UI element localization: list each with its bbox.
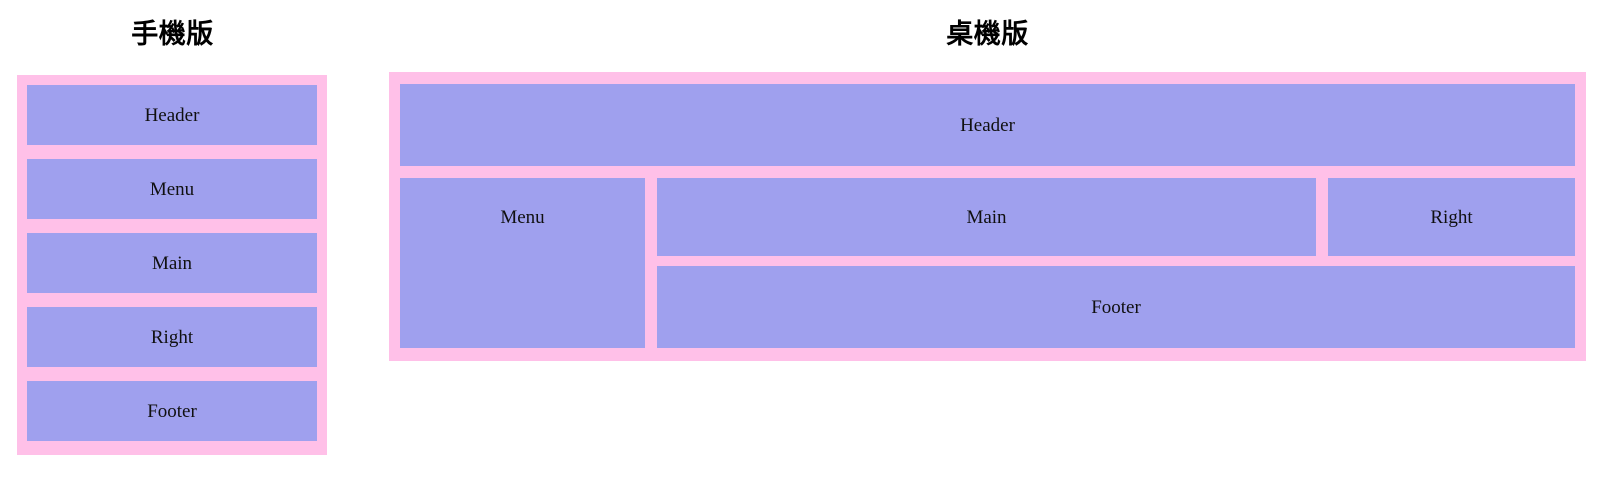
desktop-block-header: Header: [400, 84, 1575, 166]
desktop-block-main-label: Main: [966, 206, 1007, 228]
mobile-block-header: Header: [27, 85, 317, 145]
desktop-block-header-label: Header: [960, 114, 1015, 136]
desktop-block-menu-label: Menu: [500, 207, 545, 228]
mobile-block-right: Right: [27, 307, 317, 367]
desktop-block-right-label: Right: [1430, 206, 1473, 228]
mobile-block-menu-label: Menu: [149, 178, 195, 200]
desktop-block-footer-label: Footer: [1091, 296, 1141, 318]
desktop-layout-title: 桌機版: [946, 19, 1029, 50]
desktop-block-menu: Menu: [400, 178, 645, 348]
mobile-wireframe-container: Header Menu Main Right Footer: [17, 75, 327, 455]
mobile-block-menu: Menu: [27, 159, 317, 219]
mobile-block-main: Main: [27, 233, 317, 293]
mobile-block-footer: Footer: [27, 381, 317, 441]
mobile-block-header-label: Header: [144, 104, 200, 126]
mobile-block-main-label: Main: [151, 252, 193, 274]
mobile-layout-title: 手機版: [131, 19, 214, 50]
mobile-block-right-label: Right: [150, 326, 194, 348]
desktop-block-footer: Footer: [657, 266, 1575, 348]
desktop-block-main: Main: [657, 178, 1316, 256]
desktop-block-right: Right: [1328, 178, 1575, 256]
mobile-block-footer-label: Footer: [147, 400, 197, 422]
desktop-wireframe-container: Header Menu Main Right Footer: [389, 72, 1586, 361]
